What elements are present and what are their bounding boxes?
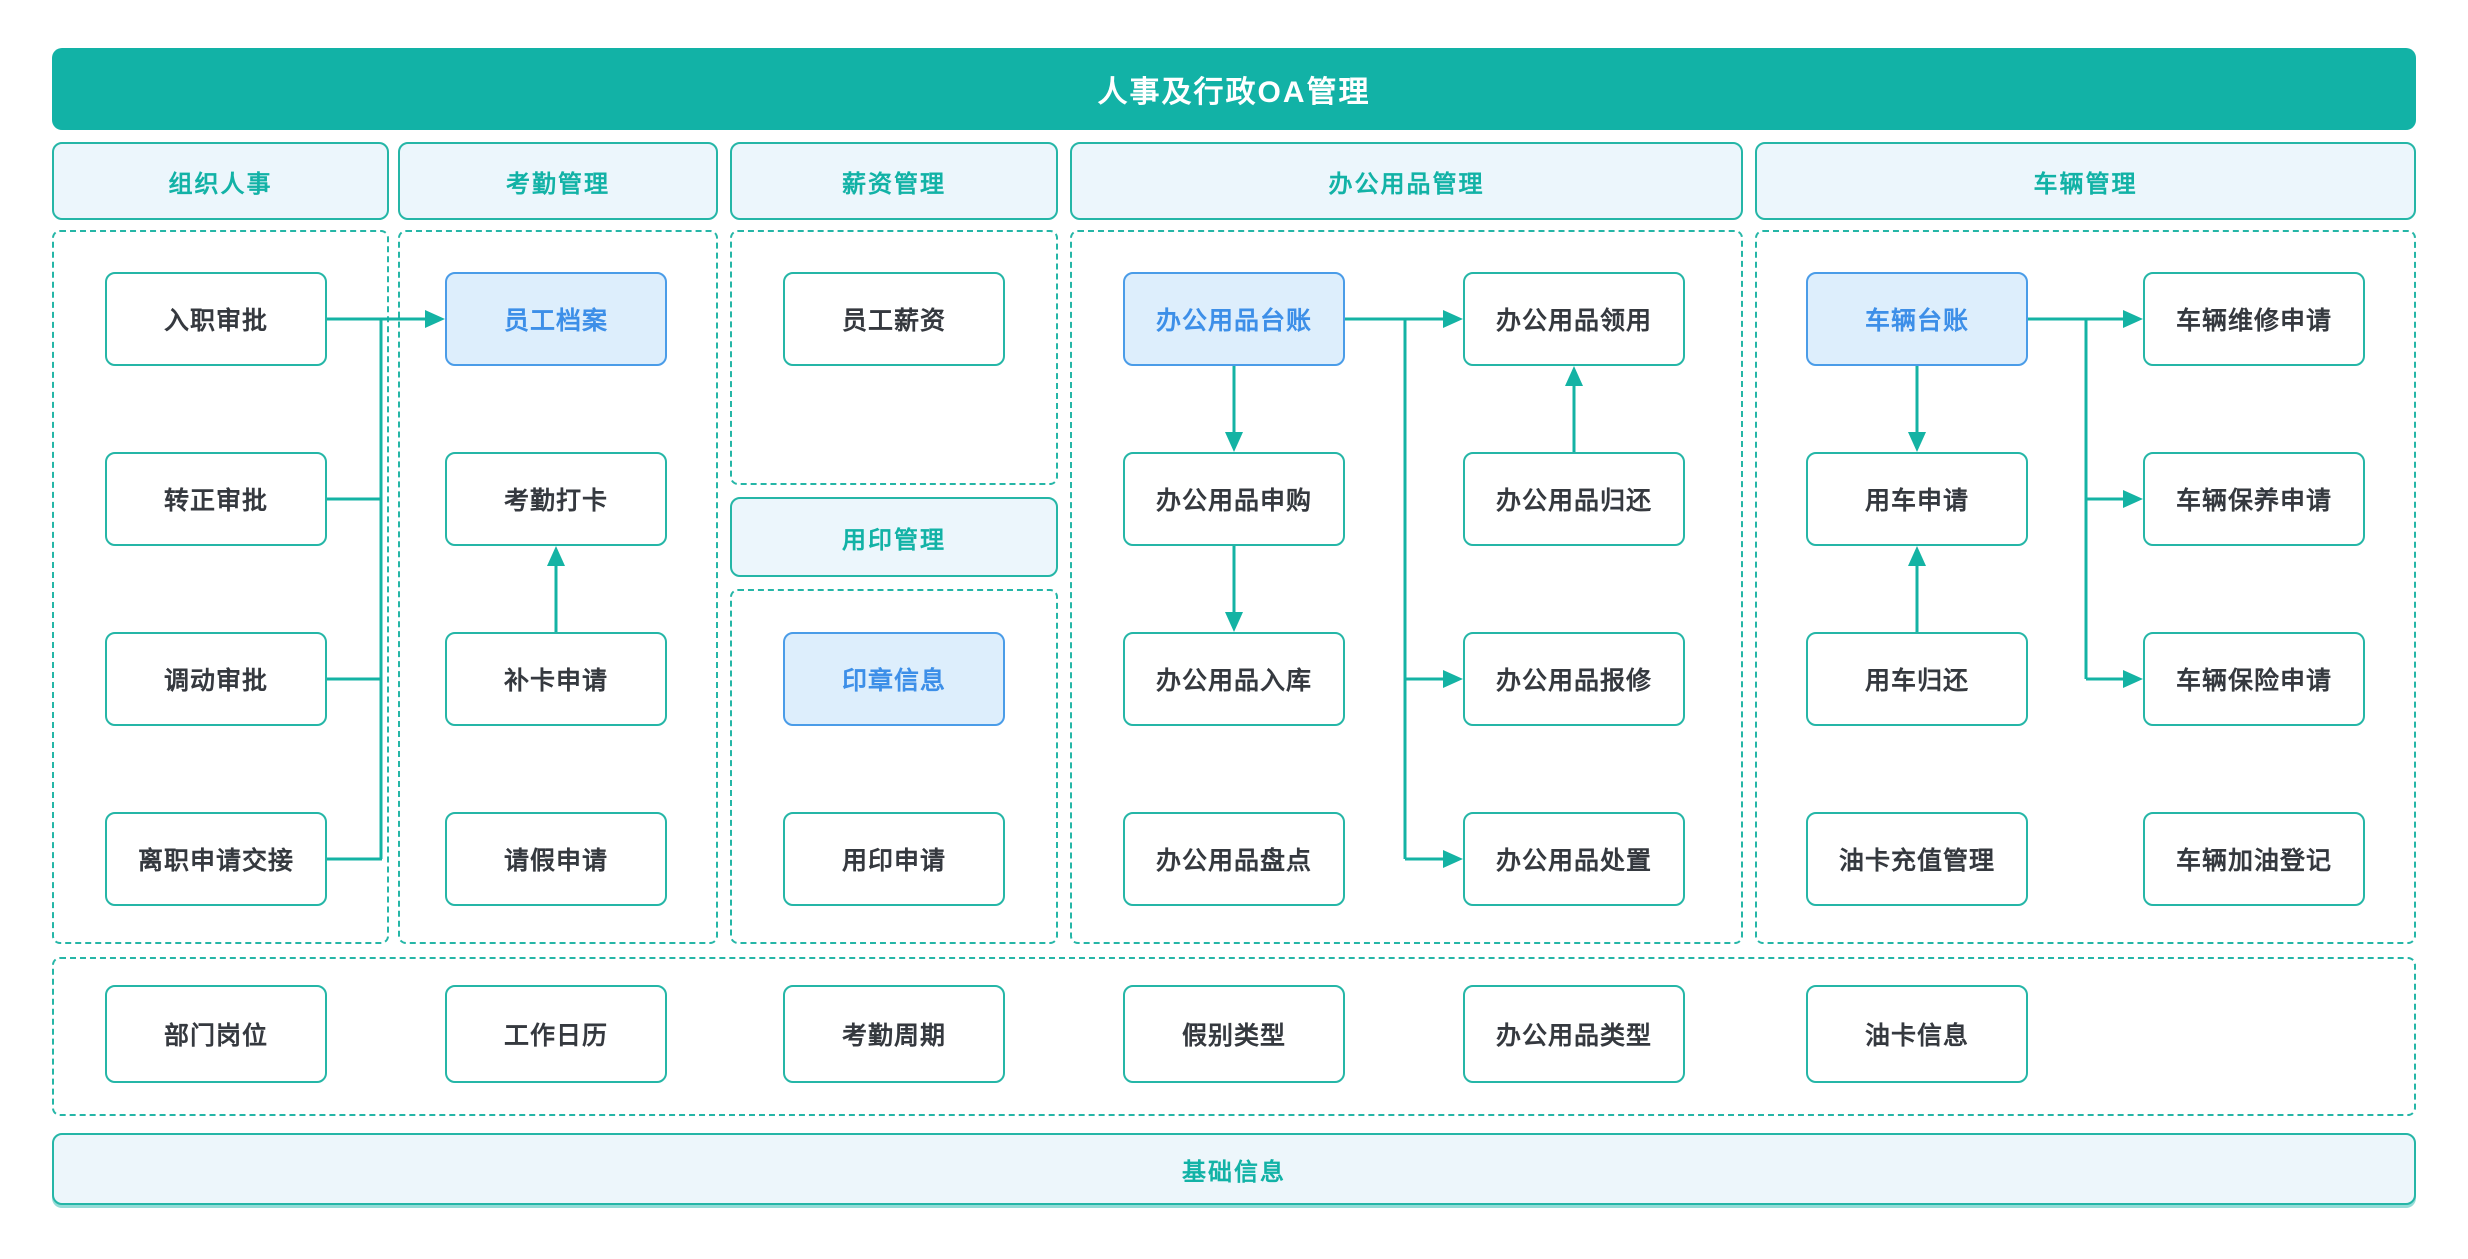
node-leave-type: 假别类型 bbox=[1123, 985, 1345, 1083]
node-seal-use-request: 用印申请 bbox=[783, 812, 1005, 906]
diagram-title-banner: 人事及行政OA管理 bbox=[52, 48, 2416, 130]
node-vehicle-return: 用车归还 bbox=[1806, 632, 2028, 726]
column-header-hr: 组织人事 bbox=[52, 142, 389, 220]
node-fuel-card-info: 油卡信息 bbox=[1806, 985, 2028, 1083]
basic-info-container bbox=[52, 957, 2416, 1116]
node-onboarding-approval: 入职审批 bbox=[105, 272, 327, 366]
column-header-office-supplies: 办公用品管理 bbox=[1070, 142, 1743, 220]
node-fuel-card-recharge: 油卡充值管理 bbox=[1806, 812, 2028, 906]
node-office-supplies-type: 办公用品类型 bbox=[1463, 985, 1685, 1083]
node-office-supplies-purchase-request: 办公用品申购 bbox=[1123, 452, 1345, 546]
node-clockin-makeup-request: 补卡申请 bbox=[445, 632, 667, 726]
edges-vehicle bbox=[1908, 310, 2143, 688]
column-header-vehicle: 车辆管理 bbox=[1755, 142, 2416, 220]
edges-hr-to-archive bbox=[327, 310, 445, 861]
node-employee-salary: 员工薪资 bbox=[783, 272, 1005, 366]
page-title: 人事及行政OA管理 bbox=[1097, 76, 1371, 109]
node-vehicle-use-request: 用车申请 bbox=[1806, 452, 2028, 546]
node-office-supplies-repair: 办公用品报修 bbox=[1463, 632, 1685, 726]
column-container-vehicle bbox=[1755, 230, 2416, 944]
node-regularization-approval: 转正审批 bbox=[105, 452, 327, 546]
node-transfer-approval: 调动审批 bbox=[105, 632, 327, 726]
column-header-salary: 薪资管理 bbox=[730, 142, 1058, 220]
node-office-supplies-return: 办公用品归还 bbox=[1463, 452, 1685, 546]
column-container-salary bbox=[730, 230, 1058, 485]
node-office-supplies-stocktake: 办公用品盘点 bbox=[1123, 812, 1345, 906]
node-leave-request: 请假申请 bbox=[445, 812, 667, 906]
node-department-position: 部门岗位 bbox=[105, 985, 327, 1083]
footer-basic-info-label: 基础信息 bbox=[1182, 1158, 1286, 1186]
node-vehicle-insurance-request: 车辆保险申请 bbox=[2143, 632, 2365, 726]
subheader-seal-management: 用印管理 bbox=[730, 497, 1058, 577]
node-office-supplies-disposal: 办公用品处置 bbox=[1463, 812, 1685, 906]
node-vehicle-repair-request: 车辆维修申请 bbox=[2143, 272, 2365, 366]
node-attendance-clockin: 考勤打卡 bbox=[445, 452, 667, 546]
node-office-supplies-claim: 办公用品领用 bbox=[1463, 272, 1685, 366]
node-vehicle-refuel-register: 车辆加油登记 bbox=[2143, 812, 2365, 906]
column-container-office-supplies bbox=[1070, 230, 1743, 944]
column-container-seal bbox=[730, 589, 1058, 944]
edge-makeup-to-clockin bbox=[547, 546, 565, 632]
node-employee-archive: 员工档案 bbox=[445, 272, 667, 366]
node-resignation-handover: 离职申请交接 bbox=[105, 812, 327, 906]
node-attendance-cycle: 考勤周期 bbox=[783, 985, 1005, 1083]
node-work-calendar: 工作日历 bbox=[445, 985, 667, 1083]
edges-office-supplies bbox=[1225, 310, 1583, 868]
node-vehicle-ledger: 车辆台账 bbox=[1806, 272, 2028, 366]
node-office-supplies-inbound: 办公用品入库 bbox=[1123, 632, 1345, 726]
column-container-hr bbox=[52, 230, 389, 944]
footer-basic-info-bar: 基础信息 bbox=[52, 1133, 2416, 1205]
node-office-supplies-ledger: 办公用品台账 bbox=[1123, 272, 1345, 366]
column-container-attendance bbox=[398, 230, 718, 944]
node-seal-info: 印章信息 bbox=[783, 632, 1005, 726]
node-vehicle-maintenance-request: 车辆保养申请 bbox=[2143, 452, 2365, 546]
column-header-attendance: 考勤管理 bbox=[398, 142, 718, 220]
